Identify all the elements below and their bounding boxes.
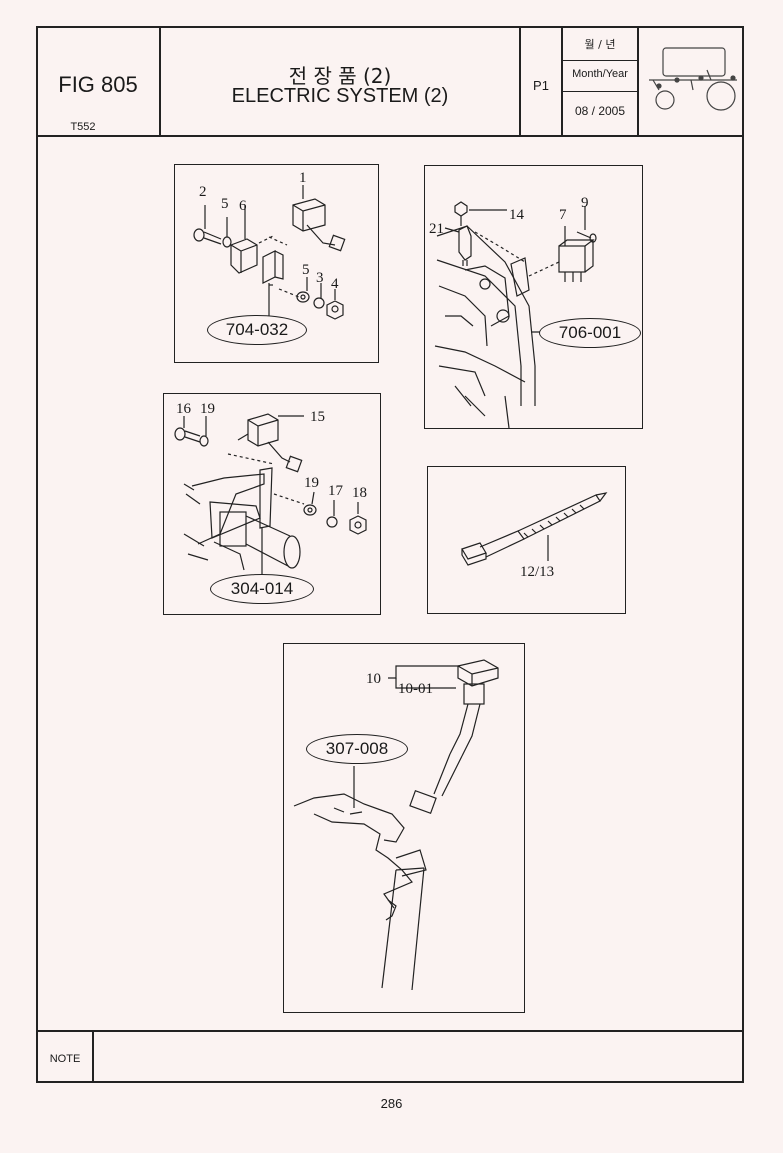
title-english: ELECTRIC SYSTEM (2) — [231, 85, 449, 107]
header-divider-3 — [561, 26, 563, 136]
callout-1: 1 — [299, 170, 307, 186]
note-divider — [92, 1030, 94, 1083]
callout-21: 21 — [429, 221, 444, 237]
callout-2: 2 — [199, 184, 207, 200]
date-rule-2 — [562, 91, 638, 92]
callout-7: 7 — [559, 207, 567, 223]
diagram-ref-oval: 307-008 — [306, 734, 408, 764]
diagram-706-001: 14 21 7 9 706-001 — [424, 165, 643, 429]
date-value: 08 / 2005 — [574, 104, 626, 118]
callout-5b: 5 — [302, 262, 310, 278]
header-divider-1 — [159, 26, 161, 136]
tractor-electric-diagram-icon — [641, 40, 741, 114]
callout-18: 18 — [352, 485, 367, 501]
diagram-304-014: 16 19 15 19 17 18 304-014 — [163, 393, 381, 615]
callout-14: 14 — [509, 207, 524, 223]
date-label-korean: 월 / 년 — [584, 38, 616, 51]
callout-19: 19 — [200, 401, 215, 417]
model-code: T552 — [70, 121, 96, 133]
callout-10: 10 — [366, 671, 381, 687]
callout-12-13: 12/13 — [520, 564, 555, 580]
diagram-ref-oval: 304-014 — [210, 574, 314, 604]
diagram-704-032: 1 2 5 6 5 3 4 704-032 — [174, 164, 379, 363]
header-divider-4 — [637, 26, 639, 136]
page-label: P1 — [533, 78, 549, 93]
title-korean: 전 장 품 (2) — [288, 64, 392, 88]
callout-5: 5 — [221, 196, 229, 212]
callout-3: 3 — [316, 270, 324, 286]
callout-19b: 19 — [304, 475, 319, 491]
callout-4: 4 — [331, 276, 339, 292]
note-top-rule — [36, 1030, 744, 1032]
callout-17: 17 — [328, 483, 343, 499]
callout-10-01: 10-01 — [398, 681, 433, 697]
header-bottom-rule — [36, 135, 744, 137]
page-number: 286 — [380, 1096, 403, 1111]
callout-15: 15 — [310, 409, 325, 425]
date-label-english: Month/Year — [572, 68, 628, 80]
diagram-307-008: 10 10-01 307-008 — [283, 643, 525, 1013]
callout-6: 6 — [239, 198, 247, 214]
diagram-ref-oval: 706-001 — [539, 318, 641, 348]
fig-number: FIG 805 — [58, 72, 138, 97]
page-frame — [36, 26, 744, 1083]
note-text — [96, 1034, 740, 1080]
diagram-cable-tie: 12/13 — [427, 466, 626, 614]
note-label: NOTE — [49, 1053, 81, 1065]
date-rule-1 — [562, 60, 638, 61]
callout-16: 16 — [176, 401, 191, 417]
header-divider-2 — [519, 26, 521, 136]
diagram-ref-oval: 704-032 — [207, 315, 307, 345]
callout-9: 9 — [581, 195, 589, 211]
